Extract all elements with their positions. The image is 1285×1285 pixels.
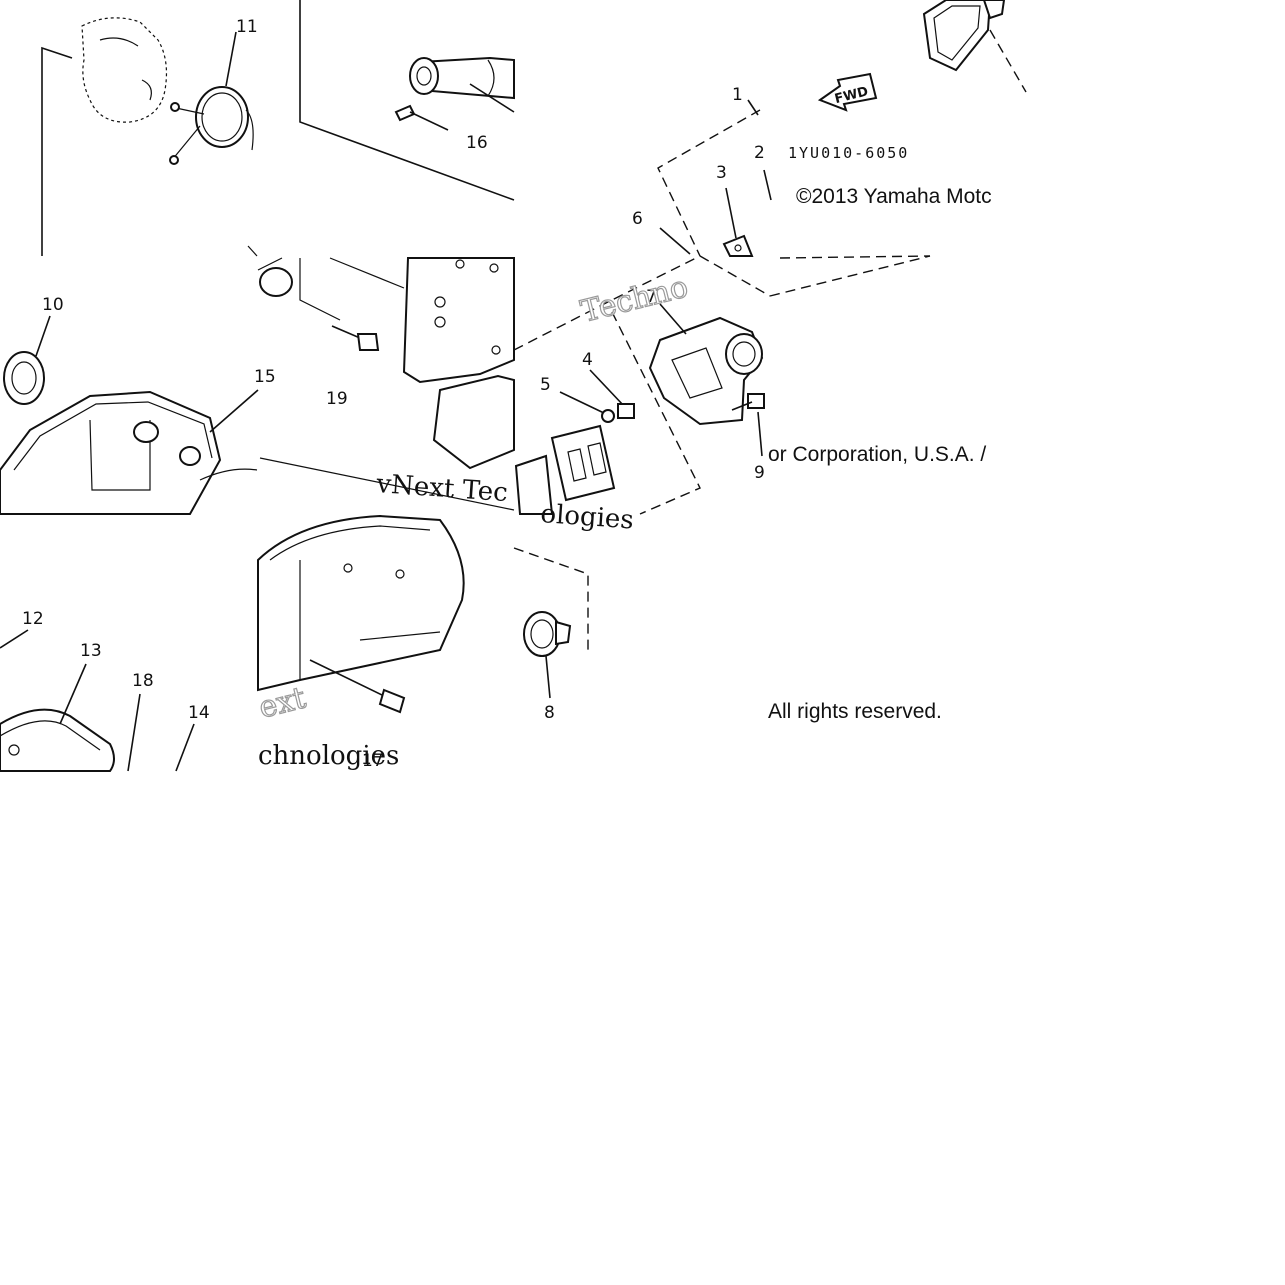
callout-8: 8 xyxy=(544,703,555,723)
callout-6: 6 xyxy=(632,209,643,229)
tile-top-middle xyxy=(247,0,515,257)
callout-2: 2 xyxy=(754,143,765,163)
tile-top-left xyxy=(41,17,254,256)
watermark-vnext-tec: vNext Tec xyxy=(375,469,509,508)
callout-4: 4 xyxy=(582,350,593,370)
callout-labels: 1 2 3 4 5 6 7 8 9 10 11 12 13 14 15 16 1… xyxy=(22,17,765,771)
tile-mid-left xyxy=(0,315,259,515)
callout-7: 7 xyxy=(646,287,657,307)
callout-12: 12 xyxy=(22,609,44,629)
tile-bottom-left xyxy=(0,629,195,772)
callout-1: 1 xyxy=(732,85,743,105)
callout-14: 14 xyxy=(188,703,210,723)
part-code: 1YU010-6050 xyxy=(788,144,909,162)
tile-bottom-middle xyxy=(257,514,465,714)
copyright-line-1: ©2013 Yamaha Motc xyxy=(796,185,992,208)
callout-5: 5 xyxy=(540,375,551,395)
callout-15: 15 xyxy=(254,367,276,387)
callout-11: 11 xyxy=(236,17,258,37)
callout-16: 16 xyxy=(466,133,488,153)
tile-top-right xyxy=(657,99,772,257)
callout-3: 3 xyxy=(716,163,727,183)
tile-bottom-right xyxy=(513,547,589,699)
callout-13: 13 xyxy=(80,641,102,661)
watermark-logies: ologies xyxy=(540,499,635,535)
callout-19: 19 xyxy=(326,389,348,409)
watermark-chnologies: chnologies xyxy=(258,741,399,771)
callout-18: 18 xyxy=(132,671,154,691)
tile-top-far-right xyxy=(779,0,1027,259)
tile-mid-middle xyxy=(257,257,515,511)
tile-mid-right xyxy=(513,255,931,515)
copyright-line-2: or Corporation, U.S.A. / xyxy=(768,443,986,466)
copyright-line-3: All rights reserved. xyxy=(768,700,942,723)
callout-10: 10 xyxy=(42,295,64,315)
callout-9: 9 xyxy=(754,463,765,483)
callout-17: 17 xyxy=(362,751,384,771)
